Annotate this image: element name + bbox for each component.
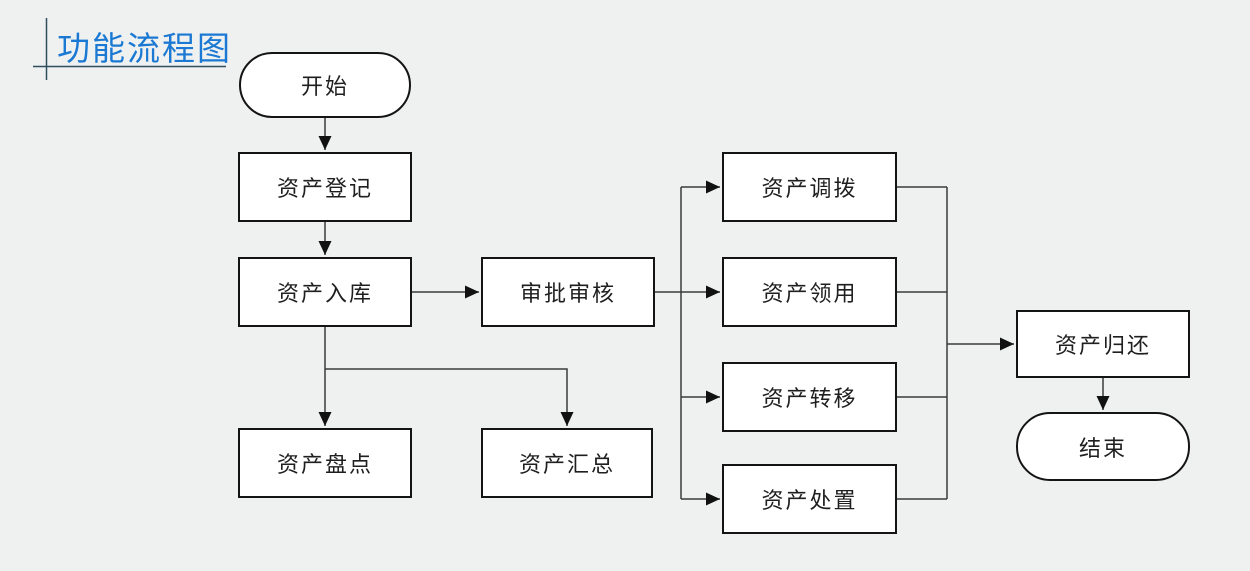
- node-asset-summary: 资产汇总: [481, 428, 653, 498]
- node-asset-return: 资产归还: [1016, 310, 1190, 378]
- node-asset-summary-label: 资产汇总: [518, 453, 615, 478]
- title-crosshair-decoration: [33, 18, 226, 80]
- node-asset-inbound-label: 资产入库: [276, 282, 373, 307]
- node-asset-inventory: 资产盘点: [238, 428, 412, 498]
- node-asset-allocation: 资产调拨: [722, 152, 897, 222]
- node-start: 开始: [239, 52, 411, 118]
- node-asset-inbound: 资产入库: [238, 257, 412, 327]
- node-asset-allocation-label: 资产调拨: [761, 177, 858, 202]
- node-asset-return-label: 资产归还: [1054, 334, 1151, 359]
- edge-inbound-summary: [325, 368, 574, 426]
- node-approval-review: 审批审核: [481, 257, 655, 327]
- node-asset-inventory-label: 资产盘点: [276, 453, 373, 478]
- page-title: 功能流程图: [57, 30, 232, 67]
- node-asset-registration-label: 资产登记: [276, 177, 373, 202]
- node-asset-transfer: 资产转移: [722, 362, 897, 432]
- node-asset-disposal: 资产处置: [722, 464, 897, 534]
- node-end: 结束: [1016, 412, 1190, 481]
- node-asset-transfer-label: 资产转移: [761, 387, 858, 412]
- node-start-label: 开始: [300, 75, 349, 100]
- node-asset-registration: 资产登记: [238, 152, 412, 222]
- node-end-label: 结束: [1078, 436, 1127, 462]
- node-asset-requisition-label: 资产领用: [761, 282, 858, 307]
- node-asset-requisition: 资产领用: [722, 257, 897, 327]
- node-approval-review-label: 审批审核: [519, 282, 616, 307]
- node-asset-disposal-label: 资产处置: [761, 489, 858, 514]
